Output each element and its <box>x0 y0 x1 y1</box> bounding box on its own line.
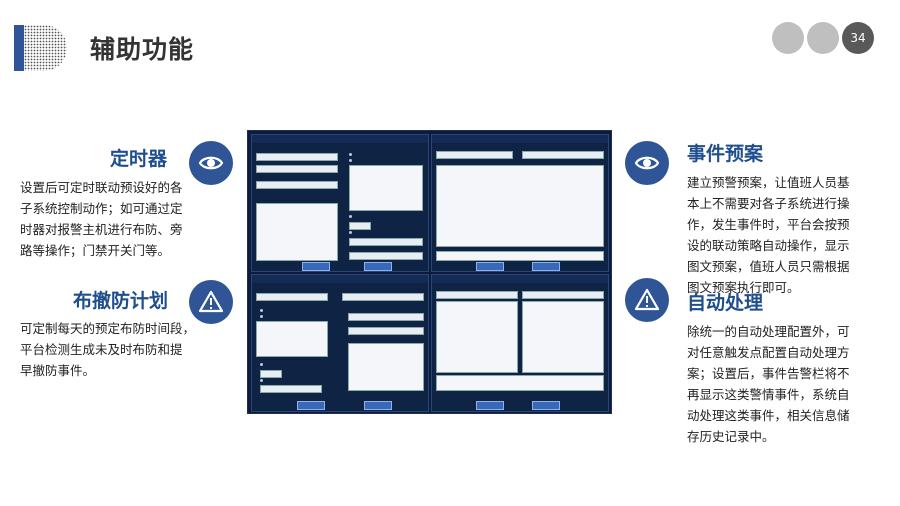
auto-process-title: 自动处理 <box>687 292 764 314</box>
dialog-button <box>476 262 504 271</box>
dialog-button <box>476 401 504 410</box>
event-plan-description: 建立预警预案，让值班人员基 本上不需要对各子系统进行操 作，发生事件时，平台会按… <box>687 175 850 295</box>
dialog-button <box>532 401 560 410</box>
decor-dot-2 <box>807 22 839 54</box>
auto-process-dialog <box>431 274 609 412</box>
event-plan-dialog <box>431 134 609 272</box>
auto-process-description: 除统一的自动处理配置外，可 对任意触发点配置自动处理方 案；设置后，事件告警栏将… <box>687 324 850 444</box>
dialog-button <box>302 262 330 271</box>
dialog-button <box>532 262 560 271</box>
event-plan-title: 事件预案 <box>687 143 764 165</box>
page-number: 34 <box>842 22 874 54</box>
dialog-button <box>297 401 325 410</box>
arming-plan-dialog <box>251 274 429 412</box>
timer-title: 定时器 <box>110 148 168 170</box>
page-title: 辅助功能 <box>90 35 195 64</box>
decor-dot-1 <box>772 22 804 54</box>
eye-icon <box>189 141 233 185</box>
timer-description: 设置后可定时联动预设好的各 子系统控制动作；如可通过定 时器对报警主机进行布防、… <box>20 180 183 258</box>
timer-dialog <box>251 134 429 272</box>
logo-bar <box>14 25 24 71</box>
dialog-button <box>364 262 392 271</box>
arming-title: 布撤防计划 <box>73 290 169 312</box>
eye-icon <box>625 141 669 185</box>
warning-icon <box>625 278 669 322</box>
arming-description: 可定制每天的预定布防时间段， 平台检测生成未及时布防和提 早撤防事件。 <box>20 321 196 378</box>
warning-icon <box>189 280 233 324</box>
dialog-button <box>364 401 392 410</box>
logo-icon <box>24 25 67 71</box>
software-screenshot-collage <box>247 130 612 414</box>
